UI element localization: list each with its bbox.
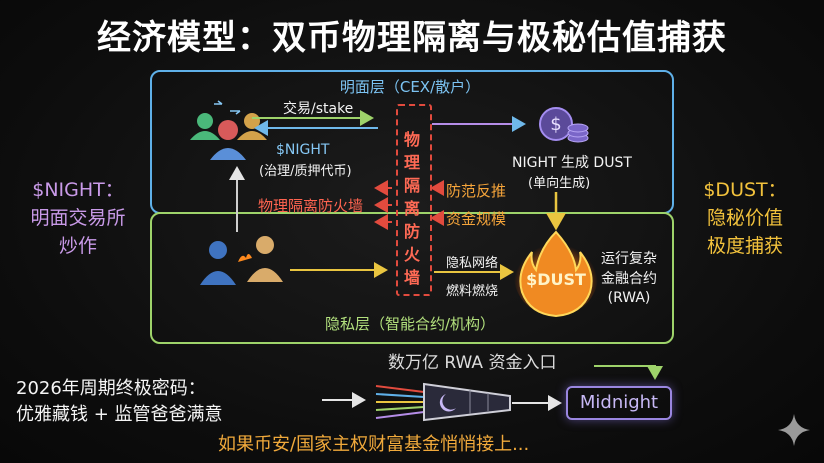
wall-char: 离 [403,199,420,218]
dust-side-caption: $DUST： 隐秘价值 极度捕获 [680,176,810,260]
footer-caption: 如果币安/国家主权财富基金悄悄接上... [218,434,530,455]
funnel-streams [375,385,425,419]
dust-caption-line: 极度捕获 [706,235,783,257]
night-generates-dust-label: NIGHT 生成 DUST [512,155,632,171]
finance-contract-label: 金融合约 [601,271,657,287]
retail-users-icon [190,100,267,160]
svg-text:$: $ [550,114,561,135]
firewall-label: 物理隔离防火墙 [258,197,364,215]
cycle-line-1: 2026年周期终极密码： [16,378,206,399]
dust-token-label: $DUST [526,270,586,289]
funnel-icon [423,382,511,422]
cycle-caption: 2026年周期终极密码： 优雅藏钱 + 监管爸爸满意 [16,376,223,428]
coin-stack-icon: $ [539,107,589,143]
anti-back-label-1: 防范反推 [446,182,507,200]
cycle-line-2: 优雅藏钱 + 监管爸爸满意 [16,404,223,425]
privacy-network-label: 隐私网络 [446,256,499,271]
rwa-inflow-label: 数万亿 RWA 资金入口 [388,353,557,373]
rwa-inflow-arrow [594,365,663,380]
one-way-label: (单向生成) [528,176,591,191]
night-caption-line: $NIGHT： [32,179,124,201]
midnight-box: Midnight [566,386,672,420]
wall-char: 墙 [403,268,420,287]
night-caption-line: 炒作 [58,235,97,257]
governance-label: (治理/质押代币) [259,164,352,179]
dust-flame-icon [514,230,598,318]
fuel-burn-label: 燃料燃烧 [446,284,499,299]
rwa-label: (RWA) [607,290,651,306]
wall-char: 火 [403,245,420,264]
wall-char: 物 [403,130,420,149]
institution-handshake-icon [200,236,283,285]
sparkle-icon [778,414,810,446]
dust-caption-line: 隐秘价值 [706,207,783,229]
firewall-vertical-text: 物 理 隔 离 防 火 墙 [396,128,428,289]
wall-char: 隔 [403,176,420,195]
wall-char: 防 [403,222,420,241]
anti-back-label-2: 资金规模 [446,210,507,228]
night-side-caption: $NIGHT： 明面交易所 炒作 [14,176,142,260]
private-layer-box [150,212,674,344]
run-complex-label: 运行复杂 [601,251,657,267]
public-layer-label: 明面层（CEX/散户） [339,78,481,96]
dust-caption-line: $DUST： [703,179,787,201]
page-title: 经济模型：双币物理隔离与极秘估值捕获 [97,18,727,58]
night-token-label: $NIGHT [276,142,330,158]
trade-stake-label: 交易/stake [283,101,354,117]
wall-char: 理 [403,153,420,172]
night-caption-line: 明面交易所 [30,207,126,229]
firewall-box [396,104,432,296]
private-layer-label: 隐私层（智能合约/机构） [324,315,496,333]
